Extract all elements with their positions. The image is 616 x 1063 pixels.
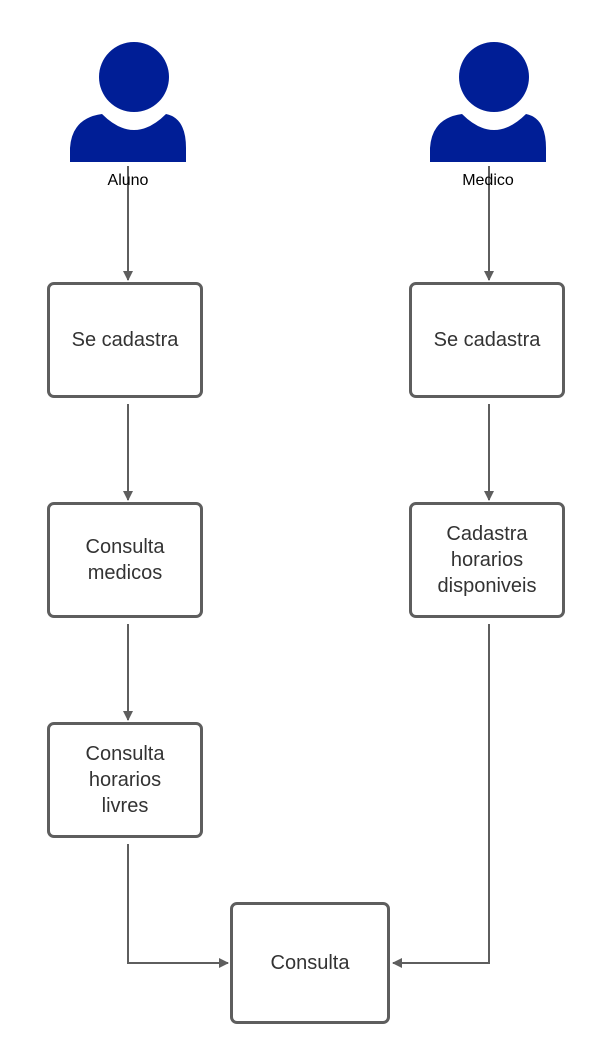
- connector-horarios-livres-to-consulta: [127, 844, 229, 968]
- node-medico-se-cadastra-label: Se cadastra: [433, 329, 541, 351]
- medico-label: Medico: [462, 172, 514, 189]
- node-aluno-se-cadastra: Se cadastra: [47, 282, 203, 398]
- node-medico-se-cadastra: Se cadastra: [409, 282, 565, 398]
- node-consulta-medicos: Consulta medicos: [47, 502, 203, 618]
- node-aluno-se-cadastra-label: Se cadastra: [71, 329, 179, 351]
- medico-actor-icon: [430, 42, 546, 162]
- node-consulta-label: Consulta: [270, 952, 350, 974]
- node-cadastra-horarios-disponiveis-label: Cadastra horarios disponiveis: [437, 523, 537, 597]
- connector-cadastra-horarios-to-consulta: [392, 624, 490, 968]
- node-consulta-horarios-livres-label: Consulta horarios livres: [85, 743, 165, 817]
- aluno-label: Aluno: [107, 172, 149, 189]
- aluno-actor-icon: [70, 42, 186, 162]
- node-consulta-horarios-livres: Consulta horarios livres: [47, 722, 203, 838]
- node-cadastra-horarios-disponiveis: Cadastra horarios disponiveis: [409, 502, 565, 618]
- node-consulta-medicos-label: Consulta medicos: [85, 536, 165, 584]
- node-consulta: Consulta: [230, 902, 390, 1024]
